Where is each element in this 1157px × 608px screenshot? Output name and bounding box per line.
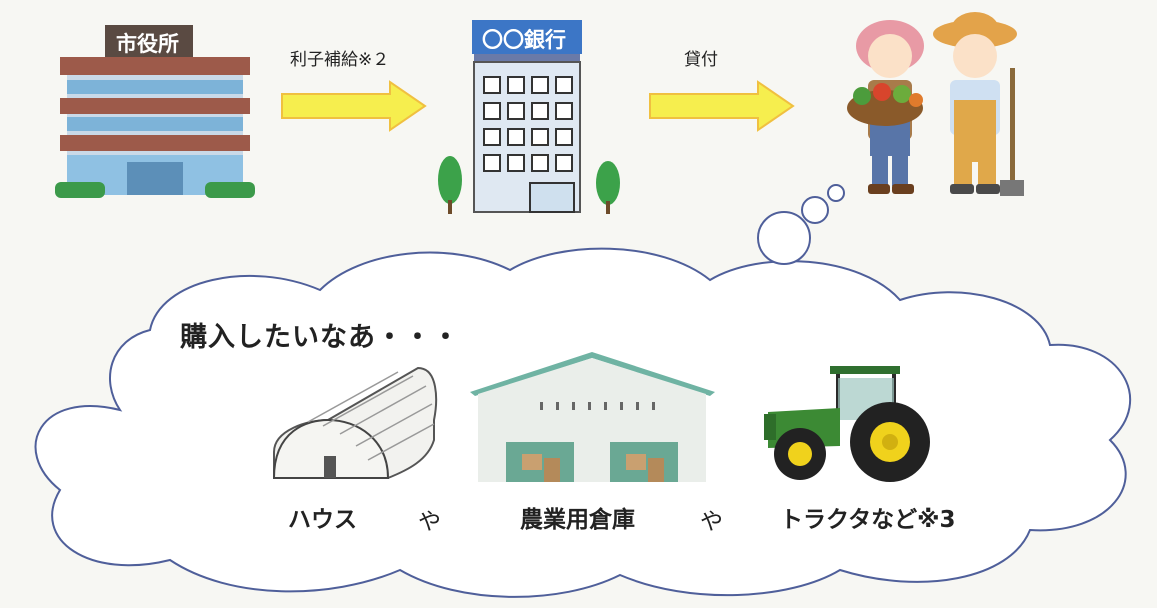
arrow-right-icon [281, 80, 427, 132]
bank-icon [438, 20, 620, 214]
separator-ya-1: や [418, 509, 441, 535]
arrow2-label: 貸付 [684, 50, 718, 70]
arrow1-label: 利子補給※２ [290, 50, 390, 70]
warehouse-icon [470, 352, 715, 482]
warehouse-label: 農業用倉庫 [520, 507, 635, 533]
bank-sign: 〇〇銀行 [482, 28, 566, 52]
tractor-icon [764, 366, 930, 482]
wish-text: 購入したいなあ・・・ [180, 322, 460, 353]
greenhouse-label: ハウス [288, 507, 357, 533]
greenhouse-icon [272, 366, 438, 479]
arrow-right-icon [649, 80, 795, 132]
separator-ya-2: や [700, 509, 723, 535]
city-hall-sign: 市役所 [116, 32, 179, 56]
tractor-label: トラクタなど※3 [780, 507, 956, 533]
city-hall-icon [55, 25, 255, 198]
farmers-icon [847, 12, 1024, 196]
